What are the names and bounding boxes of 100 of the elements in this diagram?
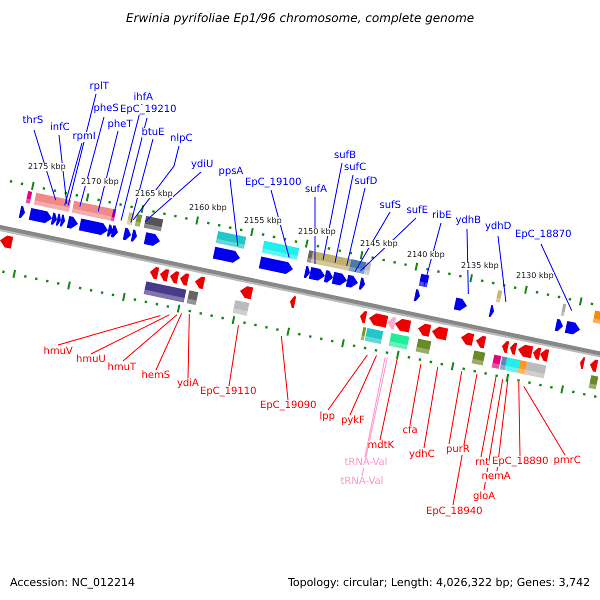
scale-label: 2130 kbp bbox=[516, 272, 554, 280]
title: Erwinia pyrifoliae Ep1/96 chromosome, complete genome bbox=[126, 12, 474, 24]
leader-line bbox=[58, 134, 68, 204]
gene-label: ydiA bbox=[177, 379, 199, 389]
gene-label: EpC_19110 bbox=[200, 387, 256, 397]
leader-line bbox=[354, 212, 390, 272]
gene-label: EpC_19210 bbox=[120, 105, 176, 115]
gene-label: pykF bbox=[341, 416, 365, 426]
gene-label: EpC_19090 bbox=[260, 401, 316, 411]
leader-line bbox=[328, 354, 368, 410]
genome-info-text: Topology: circular; Length: 4,026,322 bp; Genes: 3,742 bbox=[288, 576, 590, 588]
leader-line bbox=[496, 378, 508, 472]
gene-label: ydhC bbox=[409, 450, 435, 460]
leader-line bbox=[424, 366, 438, 448]
leader-line bbox=[120, 118, 148, 221]
gene-label: EpC_18940 bbox=[426, 507, 482, 517]
gene-label: purR bbox=[446, 445, 470, 455]
accession-text: Accession: NC_012214 bbox=[10, 576, 136, 588]
gene-label: nlpC bbox=[170, 134, 192, 144]
gene-label: rpmI bbox=[72, 132, 96, 142]
gene-label: nemA bbox=[482, 472, 511, 482]
scale-label: 2150 kbp bbox=[298, 228, 336, 236]
gene-label: ppsA bbox=[218, 167, 244, 177]
leader-line bbox=[90, 314, 170, 354]
leader-line bbox=[518, 382, 520, 456]
leader-line bbox=[270, 190, 290, 258]
gene-label: hmuT bbox=[108, 363, 136, 373]
gene-label: sufE bbox=[406, 206, 428, 216]
gene-label: pheS bbox=[94, 104, 119, 114]
gene-label: ydhD bbox=[485, 222, 512, 232]
leader-line bbox=[58, 315, 161, 346]
gene-label: btuE bbox=[142, 128, 164, 138]
gene-label: gloA bbox=[473, 492, 496, 502]
leader-line bbox=[484, 378, 504, 490]
leader-line bbox=[360, 218, 416, 272]
gene-label: thrS bbox=[22, 116, 44, 126]
leader-line bbox=[98, 130, 118, 212]
leader-line bbox=[448, 370, 462, 444]
leader-line bbox=[112, 104, 142, 218]
leader-line bbox=[498, 236, 506, 302]
scale-label: 2135 kbp bbox=[461, 262, 499, 270]
gene-label: sufS bbox=[380, 201, 401, 211]
gene-label: sufA bbox=[305, 185, 327, 195]
leader-line bbox=[466, 228, 469, 294]
leader-line bbox=[346, 188, 366, 266]
gene-label: infC bbox=[50, 123, 70, 133]
scale-label: 2170 kbp bbox=[81, 178, 119, 186]
gene-label: hmuU bbox=[76, 355, 106, 365]
gene-label: sufC bbox=[344, 163, 366, 173]
leader-line bbox=[523, 386, 566, 456]
leader-line bbox=[132, 146, 180, 220]
scale-label: 2145 kbp bbox=[360, 240, 398, 248]
gene-label: EpC_18870 bbox=[515, 230, 572, 240]
scale-label: 2160 kbp bbox=[189, 204, 227, 212]
leader-line bbox=[79, 116, 104, 207]
gene-label: rnt bbox=[475, 458, 490, 468]
gene-label: EpC_18890 bbox=[492, 457, 548, 467]
gene-label: EpC_19100 bbox=[245, 178, 302, 188]
leader-line bbox=[64, 142, 82, 206]
gene-label: ydhB bbox=[456, 216, 481, 226]
gene-label: mdtK bbox=[368, 441, 394, 451]
gene-label: pmrC bbox=[554, 456, 581, 466]
gene-label: hemS bbox=[142, 371, 170, 381]
leader-line bbox=[130, 138, 154, 223]
leader-line bbox=[144, 172, 202, 222]
scale-label: 2140 kbp bbox=[407, 251, 445, 259]
leader-line bbox=[122, 314, 178, 362]
leader-line bbox=[380, 358, 398, 440]
leader-line bbox=[364, 356, 386, 458]
leader-line bbox=[362, 356, 388, 476]
gene-label: tRNA-Val bbox=[340, 477, 384, 487]
leader-line bbox=[230, 178, 238, 246]
leader-line bbox=[280, 336, 288, 400]
leader-line bbox=[334, 174, 354, 264]
gene-label: cfa bbox=[402, 426, 418, 436]
gene-label: rplT bbox=[90, 82, 109, 92]
leader-line bbox=[480, 376, 496, 458]
scale-label: 2165 kbp bbox=[135, 190, 173, 198]
leader-line bbox=[314, 196, 316, 264]
scale-label: 2155 kbp bbox=[244, 217, 282, 225]
leader-line bbox=[423, 222, 442, 287]
gene-label: tRNA-Val bbox=[344, 458, 388, 468]
leader-line bbox=[350, 354, 377, 416]
gene-label: hmuV bbox=[44, 347, 73, 357]
gene-label: ribE bbox=[432, 211, 452, 221]
scale-label: 2175 kbp bbox=[28, 163, 66, 171]
gene-label: sufD bbox=[354, 177, 378, 187]
leader-line bbox=[540, 244, 572, 312]
leader-line bbox=[410, 364, 422, 426]
gene-label: pheT bbox=[108, 120, 132, 130]
leader-line bbox=[68, 94, 96, 206]
leader-line bbox=[188, 314, 190, 378]
gene-label: ihfA bbox=[134, 93, 153, 103]
gene-label: ydiU bbox=[191, 160, 214, 170]
gene-label: lpp bbox=[320, 412, 335, 422]
gene-label: sufB bbox=[334, 151, 356, 161]
leader-line bbox=[322, 162, 342, 260]
leader-line bbox=[34, 130, 56, 201]
leader-line bbox=[156, 312, 182, 370]
leader-line bbox=[452, 374, 478, 506]
